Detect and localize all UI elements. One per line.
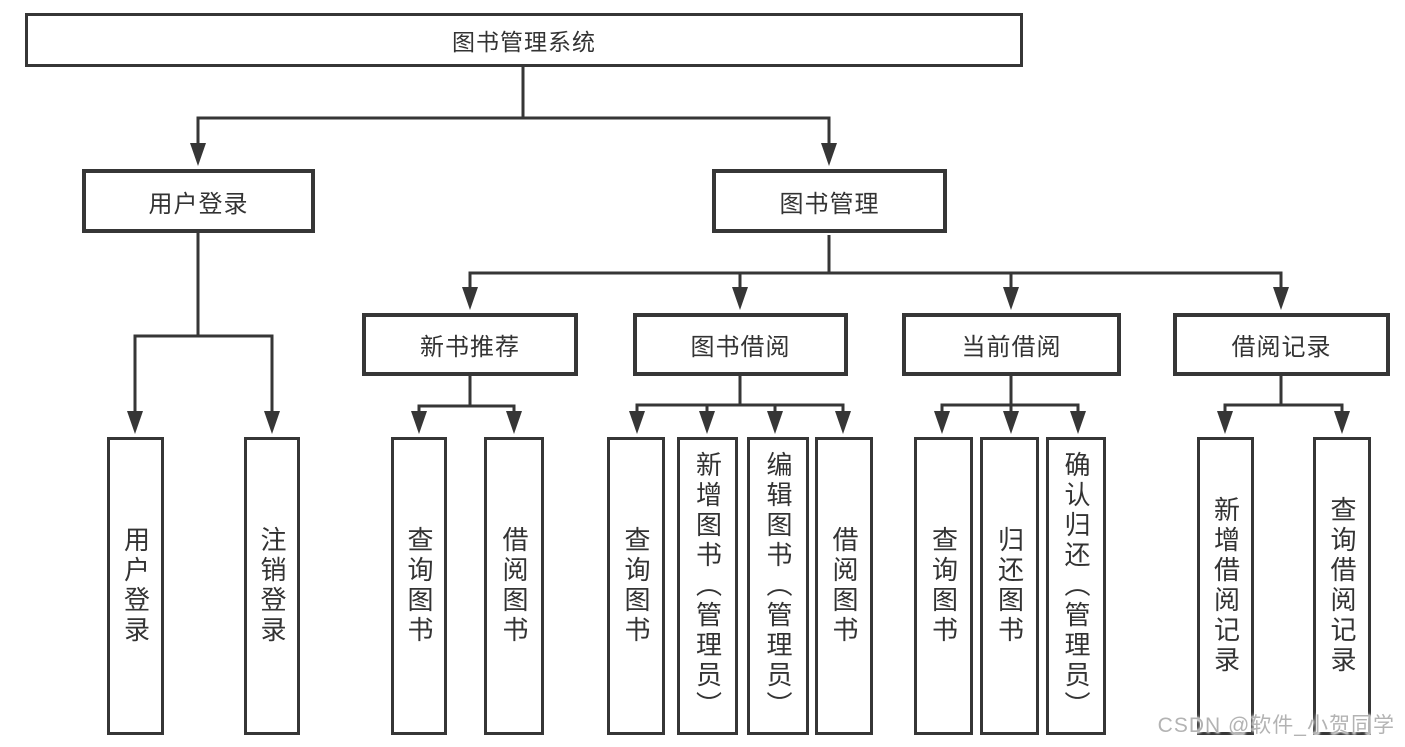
leaf-add-books-admin: 新增图书（管理员） [677, 437, 738, 735]
leaf-query-books-2: 查询图书 [607, 437, 665, 735]
leaf-query-borrow-record-label: 查询借阅记录 [1327, 496, 1357, 676]
connector-new-book-recommend [411, 376, 522, 434]
leaf-query-books-1-label: 查询图书 [404, 526, 434, 646]
leaf-query-books-3-label: 查询图书 [928, 526, 959, 646]
node-root: 图书管理系统 [25, 13, 1023, 67]
leaf-borrow-books-1-label: 借阅图书 [499, 526, 529, 646]
leaf-add-borrow-record-label: 新增借阅记录 [1210, 496, 1241, 676]
node-current-borrowing-label: 当前借阅 [961, 334, 1062, 361]
node-borrowing-records: 借阅记录 [1173, 313, 1390, 376]
node-book-borrowing-label: 图书借阅 [690, 334, 791, 361]
leaf-query-books-3: 查询图书 [914, 437, 973, 735]
connector-book-borrowing [629, 376, 851, 434]
leaf-borrow-books-1: 借阅图书 [484, 437, 544, 735]
node-book-management-label: 图书管理 [779, 190, 880, 218]
csdn-watermark: CSDN @软件_小贺同学 [1157, 714, 1395, 737]
leaf-add-books-admin-label: 新增图书（管理员） [692, 451, 723, 721]
leaf-logout-label: 注销登录 [257, 526, 287, 646]
node-new-book-recommend: 新书推荐 [362, 313, 578, 376]
node-user-login: 用户登录 [82, 169, 315, 233]
connector-book-management [462, 235, 1289, 310]
leaf-return-books: 归还图书 [980, 437, 1039, 735]
leaf-query-books-2-label: 查询图书 [621, 526, 651, 646]
node-user-login-label: 用户登录 [148, 190, 249, 218]
leaf-add-borrow-record: 新增借阅记录 [1197, 437, 1254, 735]
node-borrowing-records-label: 借阅记录 [1231, 334, 1332, 361]
node-new-book-recommend-label: 新书推荐 [420, 334, 520, 361]
connector-current-borrowing [934, 376, 1086, 434]
leaf-borrow-books-2-label: 借阅图书 [829, 526, 859, 646]
leaf-user-login-label: 用户登录 [120, 526, 151, 646]
leaf-borrow-books-2: 借阅图书 [815, 437, 873, 735]
leaf-edit-books-admin-label: 编辑图书（管理员） [763, 451, 793, 721]
leaf-logout: 注销登录 [244, 437, 300, 735]
node-book-management: 图书管理 [712, 169, 947, 233]
connector-root [190, 67, 837, 166]
connector-user-login [127, 233, 280, 434]
leaf-confirm-return-admin: 确认归还（管理员） [1046, 437, 1106, 735]
leaf-confirm-return-admin-label: 确认归还（管理员） [1061, 451, 1091, 721]
leaf-query-books-1: 查询图书 [391, 437, 447, 735]
node-root-label: 图书管理系统 [452, 29, 596, 55]
leaf-query-borrow-record: 查询借阅记录 [1313, 437, 1371, 735]
leaf-return-books-label: 归还图书 [994, 526, 1025, 646]
leaf-edit-books-admin: 编辑图书（管理员） [747, 437, 809, 735]
connector-borrowing-records [1217, 376, 1350, 434]
leaf-user-login: 用户登录 [107, 437, 164, 735]
node-current-borrowing: 当前借阅 [902, 313, 1121, 376]
node-book-borrowing: 图书借阅 [633, 313, 848, 376]
